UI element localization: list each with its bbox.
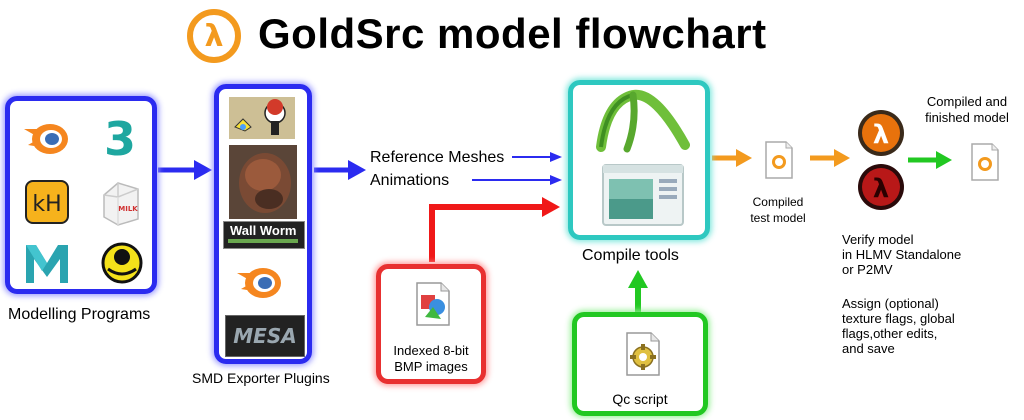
test-model-label-line2: test model [750,211,806,225]
p2mv-lambda-icon: λ [856,162,906,212]
kh-icon: kH [24,179,70,225]
arrow-meshes-to-compile [512,152,562,162]
plugin-thumb-head [229,145,297,219]
bmp-label-line2: BMP images [394,359,468,374]
assign-note-line: and save [842,341,895,356]
hlmv-lambda-icon: λ [856,108,906,158]
assign-notes: Assign (optional) texture flags, global … [842,296,955,356]
svg-text:λ: λ [873,120,889,150]
finished-model-label-line2: finished model [925,110,1009,125]
smd-exporter-plugins-box: Wall Worm MESA [214,84,312,364]
arrow-plugins-to-meshes [314,160,366,180]
assign-note-line: flags,other edits, [842,326,938,341]
plugin-blender-icon [233,259,285,303]
arrow-qc-to-compile [628,270,648,312]
verify-note-line: or P2MV [842,262,893,277]
smd-exporter-plugins-label: SMD Exporter Plugins [192,370,330,386]
finished-model-file-icon [970,142,1000,182]
svg-text:MESA: MESA [233,324,296,348]
verify-note-line: in HLMV Standalone [842,247,962,262]
bmp-images-box: Indexed 8-bit BMP images [376,264,486,384]
svg-text:λ: λ [873,174,889,204]
wall-worm-text: Wall Worm [230,223,297,238]
test-model-file-icon [764,140,794,180]
verify-notes: Verify model in HLMV Standalone or P2MV [842,232,961,277]
compile-tools-box [568,80,710,240]
assign-note-line: texture flags, global [842,311,955,326]
mesa-logo: MESA [225,315,305,357]
svg-text:λ: λ [205,19,224,54]
wall-worm-subbar [228,239,298,243]
test-model-label-line1: Compiled [752,195,804,209]
svg-text:kH: kH [32,192,61,217]
animations-label: Animations [370,172,450,189]
maya-icon [22,241,72,287]
arrow-compile-to-test [712,149,752,167]
bmp-label-line1: Indexed 8-bit [393,343,469,358]
compile-tool-icon [593,87,693,153]
reference-meshes-label: Reference Meshes [370,149,505,166]
compile-tools-label: Compile tools [582,247,679,264]
svg-text:3: 3 [104,112,136,166]
qc-script-label: Qc script [612,391,668,407]
modelling-programs-box: 3 kH MILK [5,96,157,294]
bmp-file-icon [415,281,451,327]
modelling-programs-label: Modelling Programs [8,306,151,323]
qc-script-box: Qc script [572,312,708,416]
title-lambda-logo: λ [186,8,242,64]
milkshape-icon: MILK [94,177,146,229]
arrow-test-to-verify [810,149,850,167]
arrow-verify-to-finished [908,151,952,169]
qc-file-icon [625,331,661,377]
verify-note-line: Verify model [842,232,914,247]
3ds-max-icon: 3 [98,111,142,166]
svg-text:MILK: MILK [118,205,138,213]
plugin-thumb-cartoon [229,97,295,139]
wall-worm-logo: Wall Worm [223,221,305,249]
finished-model-label-line1: Compiled and [926,94,1008,109]
misfit-icon [100,241,144,285]
blender-icon [20,115,72,159]
compile-window-icon [601,163,685,227]
arrow-bmp-to-compile [429,197,560,262]
arrow-modelling-to-plugins [158,160,212,180]
assign-note-line: Assign (optional) [842,296,939,311]
arrow-animations-to-compile [472,175,562,185]
page-title: GoldSrc model flowchart [258,10,767,57]
